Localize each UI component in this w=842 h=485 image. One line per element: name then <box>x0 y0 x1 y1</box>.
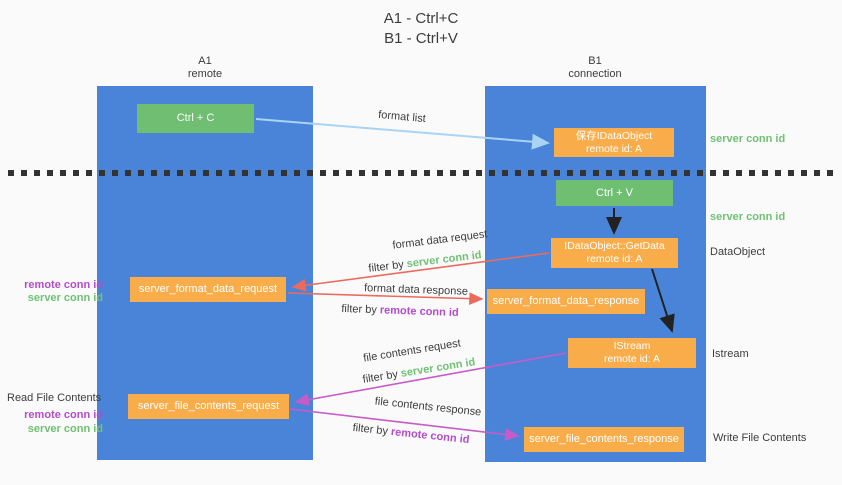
node-istream: IStream remote id: A <box>568 338 696 368</box>
node-server-format-data-request: server_format_data_request <box>130 277 286 302</box>
node-server-file-contents-response: server_file_contents_response <box>524 427 684 452</box>
node-server-format-data-request-label: server_format_data_request <box>138 283 278 295</box>
node-ctrl-c-label: Ctrl + C <box>176 112 215 124</box>
side-label-server-conn-id-mid: server conn id <box>710 211 786 223</box>
lane-a1-subtitle: remote <box>187 68 223 80</box>
node-idataobject-getdata-line2: remote id: A <box>586 253 643 265</box>
edge-label-format-data-response-filter: filter by remote conn id <box>341 303 459 319</box>
side-label-server-conn-id-left-bottom: server conn id <box>27 423 103 435</box>
server-conn-id-text: server conn id <box>399 356 477 380</box>
lane-a1-name: A1 <box>198 55 212 67</box>
filter-by-text: filter by <box>361 367 402 386</box>
node-server-file-contents-request: server_file_contents_request <box>128 394 289 419</box>
edge-label-file-contents-response: file contents response <box>374 395 482 419</box>
node-istream-line1: IStream <box>613 340 651 352</box>
node-save-idataobject: 保存IDataObject remote id: A <box>554 128 674 157</box>
title-line-2: B1 - Ctrl+V <box>384 30 458 47</box>
lane-b1-subtitle: connection <box>568 68 622 80</box>
remote-conn-id-text: remote conn id <box>390 425 470 447</box>
edge-label-file-contents-response-filter: filter by remote conn id <box>352 422 470 446</box>
side-label-read-file-contents: Read File Contents <box>7 392 102 404</box>
node-ctrl-c: Ctrl + C <box>137 104 254 133</box>
side-label-remote-conn-id-bottom: remote conn id <box>24 409 103 421</box>
lane-header-a1: A1 remote <box>145 55 265 81</box>
filter-by-text: filter by <box>367 258 408 275</box>
lane-header-b1: B1 connection <box>535 55 655 81</box>
edge-label-format-data-request-filter: filter by server conn id <box>368 249 482 275</box>
node-server-file-contents-request-label: server_file_contents_request <box>137 400 280 412</box>
node-ctrl-v-label: Ctrl + V <box>596 186 633 199</box>
edge-label-format-list: format list <box>377 108 427 126</box>
node-ctrl-v: Ctrl + V <box>556 180 673 206</box>
node-idataobject-getdata: IDataObject::GetData remote id: A <box>551 238 678 268</box>
remote-conn-id-text: remote conn id <box>379 304 459 320</box>
node-idataobject-getdata-line1: IDataObject::GetData <box>564 240 665 252</box>
diagram-title: A1 - Ctrl+C B1 - Ctrl+V <box>0 9 842 49</box>
side-label-server-conn-id-left-top: server conn id <box>27 292 103 304</box>
filter-by-text: filter by <box>352 421 392 438</box>
lane-b1-name: B1 <box>588 55 602 67</box>
filter-by-text: filter by <box>341 302 381 317</box>
node-server-format-data-response: server_format_data_response <box>487 289 645 314</box>
node-save-idataobject-line2: remote id: A <box>585 142 643 155</box>
server-conn-id-text: server conn id <box>406 249 483 271</box>
title-line-1: A1 - Ctrl+C <box>383 10 459 27</box>
edge-label-format-data-request: format data request <box>391 228 489 252</box>
side-label-remote-conn-id-top: remote conn id <box>24 279 103 291</box>
node-server-file-contents-response-label: server_file_contents_response <box>529 433 679 445</box>
node-save-idataobject-line1: 保存IDataObject <box>575 129 653 142</box>
node-server-format-data-response-label: server_format_data_response <box>492 295 640 307</box>
node-istream-line2: remote id: A <box>603 353 661 365</box>
side-label-write-file-contents: Write File Contents <box>713 432 807 444</box>
session-divider-dotted-line <box>8 170 835 176</box>
edge-label-format-data-response: format data response <box>363 282 469 298</box>
side-label-dataobject: DataObject <box>710 246 766 258</box>
side-label-istream: Istream <box>712 348 749 360</box>
side-label-server-conn-id-top: server conn id <box>710 133 786 145</box>
